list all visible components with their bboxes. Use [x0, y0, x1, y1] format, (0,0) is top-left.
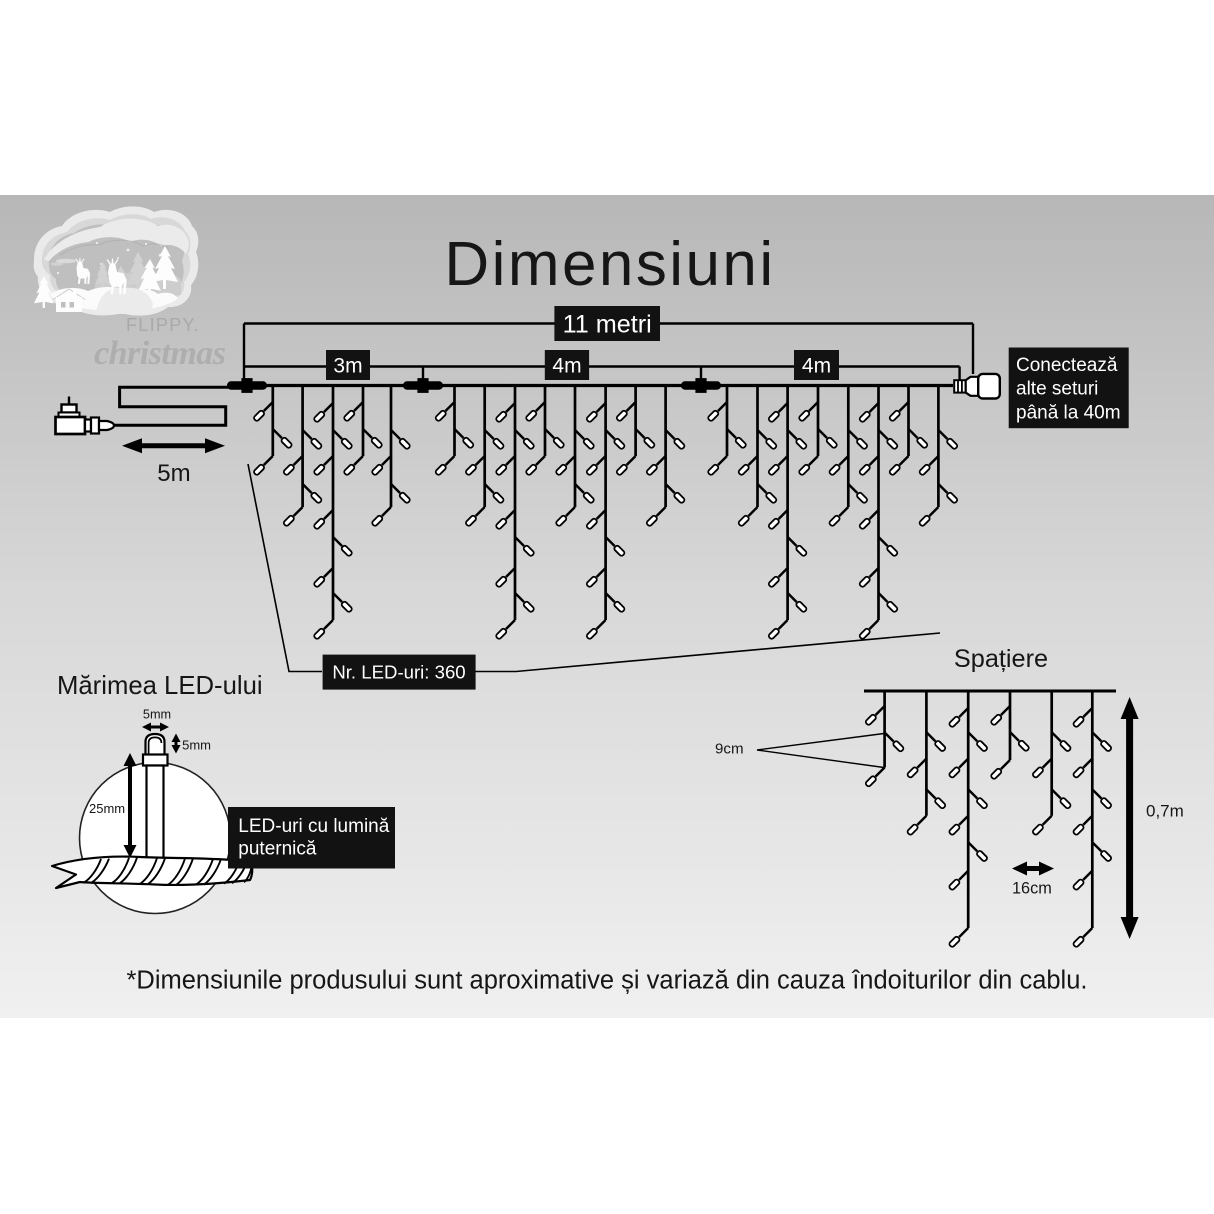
- svg-text:0,7m: 0,7m: [1146, 802, 1184, 821]
- svg-text:Nr. LED-uri: 360: Nr. LED-uri: 360: [332, 661, 465, 682]
- svg-text:4m: 4m: [552, 355, 581, 378]
- svg-text:puternică: puternică: [238, 838, 317, 859]
- svg-text:4m: 4m: [802, 355, 831, 378]
- svg-text:FLIPPY.: FLIPPY.: [126, 315, 200, 335]
- svg-text:5mm: 5mm: [143, 708, 171, 722]
- svg-text:până la 40m: până la 40m: [1016, 402, 1121, 423]
- svg-text:Mărimea LED-ului: Mărimea LED-ului: [57, 672, 263, 700]
- svg-text:Dimensiuni: Dimensiuni: [444, 230, 775, 299]
- svg-text:9cm: 9cm: [715, 741, 744, 758]
- svg-text:25mm: 25mm: [89, 801, 125, 816]
- svg-text:Conectează: Conectează: [1016, 355, 1118, 376]
- svg-text:5mm: 5mm: [182, 738, 211, 753]
- svg-text:5m: 5m: [157, 460, 190, 487]
- svg-text:11 metri: 11 metri: [563, 311, 652, 339]
- svg-text:alte seturi: alte seturi: [1016, 379, 1098, 400]
- svg-text:*Dimensiunile produsului sunt: *Dimensiunile produsului sunt aproximati…: [127, 966, 1088, 994]
- svg-text:Spațiere: Spațiere: [954, 645, 1048, 673]
- svg-text:3m: 3m: [333, 355, 362, 378]
- svg-text:christmas: christmas: [94, 335, 226, 372]
- svg-text:16cm: 16cm: [1012, 880, 1052, 898]
- svg-text:LED-uri cu lumină: LED-uri cu lumină: [238, 816, 389, 837]
